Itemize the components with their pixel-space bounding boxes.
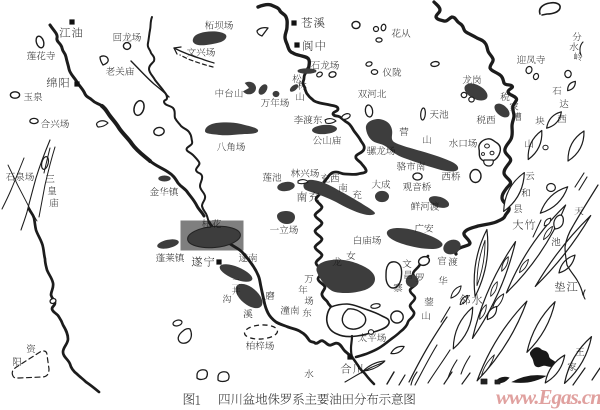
svg-text:www.Egas.cn: www.Egas.cn xyxy=(496,385,600,409)
